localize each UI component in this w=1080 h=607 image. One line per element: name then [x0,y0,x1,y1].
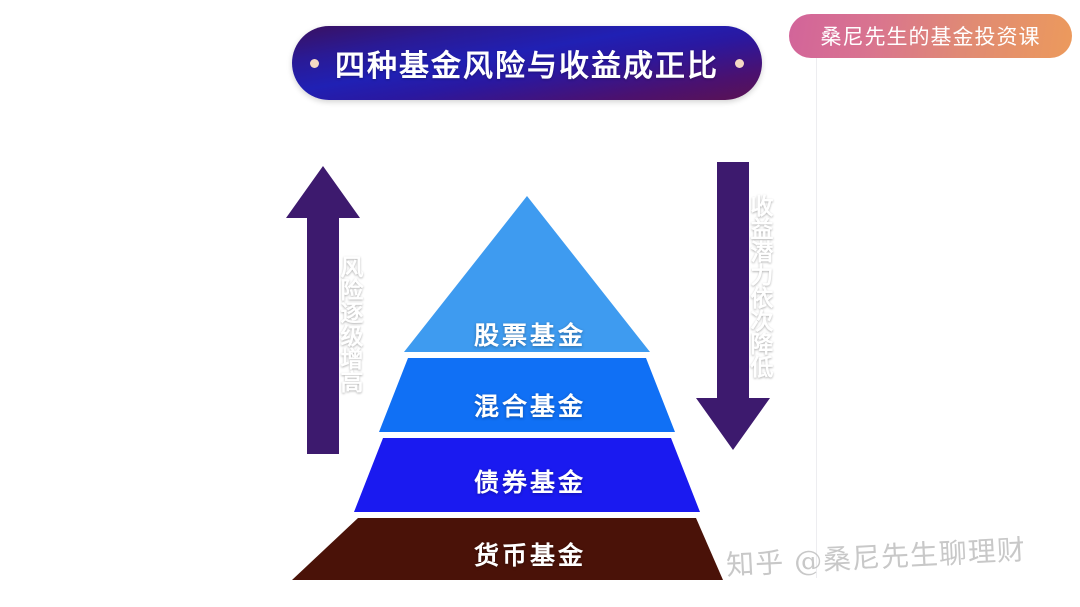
pyramid-layer-1-shape [379,358,675,432]
arrow-up-icon [286,166,360,454]
title-banner: 四种基金风险与收益成正比 [292,26,762,100]
risk-up-arrow: 风险逐级增高 [284,166,363,454]
brand-badge-text: 桑尼先生的基金投资课 [820,25,1041,49]
brand-badge: 桑尼先生的基金投资课 [789,14,1072,58]
vertical-divider [816,58,817,578]
pyramid-layer-2-shape [354,438,700,512]
banner-title-text: 四种基金风险与收益成正比 [335,50,719,83]
banner-dot-left-icon [310,58,319,68]
return-down-arrow: 收益潜力依次降低 [694,162,773,450]
pyramid-layer-0-shape [404,196,650,352]
pyramid-layer-3-shape [292,518,723,580]
arrow-down-icon [696,162,770,450]
banner-dot-right-icon [735,58,744,68]
